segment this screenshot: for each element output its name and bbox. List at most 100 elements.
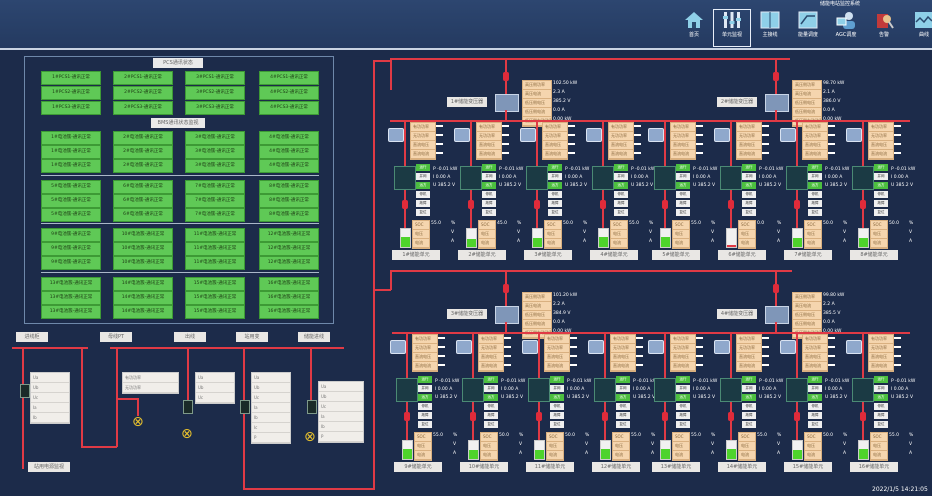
status-5-indicator[interactable]: 复位 [676,421,690,428]
transformer-icon[interactable] [495,94,519,112]
status-1-indicator[interactable]: 并网 [416,173,430,180]
cabinet-icon[interactable] [654,378,676,402]
bms-comm-status[interactable]: 12#电池簇-通讯正常 [259,256,319,270]
status-4-indicator[interactable]: 故障 [548,200,562,207]
status-5-indicator[interactable]: 复位 [614,209,628,216]
cabinet-icon[interactable] [594,378,616,402]
breaker-icon[interactable] [183,400,193,414]
feeder-label[interactable]: 母线PT [100,332,132,342]
status-5-indicator[interactable]: 复位 [484,421,498,428]
bms-comm-status[interactable]: 8#电池簇-通讯正常 [259,194,319,208]
bms-comm-status[interactable]: 3#电池簇-通讯正常 [185,159,245,173]
nav-curve-button[interactable]: 曲线 [906,10,932,46]
cabinet-icon[interactable] [394,166,416,190]
feeder-label[interactable]: 储能进线 [298,332,330,342]
bms-comm-status[interactable]: 7#电池簇-通讯正常 [185,180,245,194]
pcs-comm-status[interactable]: 4#PCS1-通讯正常 [259,71,319,85]
status-0-indicator[interactable]: 运行 [548,164,562,171]
status-1-indicator[interactable]: 并网 [808,173,822,180]
bms-comm-status[interactable]: 11#电池簇-通讯正常 [185,256,245,270]
pcs-icon[interactable] [586,128,602,142]
status-0-indicator[interactable]: 运行 [808,164,822,171]
status-4-indicator[interactable]: 故障 [808,412,822,419]
transformer-icon[interactable] [765,306,789,324]
pcs-icon[interactable] [846,128,862,142]
cabinet-icon[interactable] [526,166,548,190]
feeder-label[interactable]: 站用变 [236,332,268,342]
status-5-indicator[interactable]: 复位 [676,209,690,216]
status-2-indicator[interactable]: 远方 [742,182,756,189]
status-0-indicator[interactable]: 运行 [808,376,822,383]
pcs-icon[interactable] [780,128,796,142]
status-4-indicator[interactable]: 故障 [742,200,756,207]
status-3-indicator[interactable]: 停机 [808,403,822,410]
status-3-indicator[interactable]: 停机 [874,403,888,410]
bms-comm-status[interactable]: 5#电池簇-通讯正常 [41,180,101,194]
cabinet-icon[interactable] [720,378,742,402]
cabinet-icon[interactable] [396,378,418,402]
nav-agc-button[interactable]: AGC调度 [828,10,864,46]
storage-unit-label[interactable]: 11#储能单元 [526,462,574,472]
pcs-icon[interactable] [846,340,862,354]
status-3-indicator[interactable]: 停机 [482,191,496,198]
bms-comm-status[interactable]: 9#电池簇-通讯正常 [41,256,101,270]
storage-unit-label[interactable]: 14#储能单元 [718,462,766,472]
storage-unit-label[interactable]: 7#储能单元 [784,250,832,260]
cabinet-icon[interactable] [592,166,614,190]
status-1-indicator[interactable]: 并网 [482,173,496,180]
battery-icon[interactable] [726,228,737,248]
battery-icon[interactable] [858,440,869,460]
status-1-indicator[interactable]: 并网 [616,385,630,392]
status-2-indicator[interactable]: 远方 [416,182,430,189]
cabinet-icon[interactable] [852,166,874,190]
storage-unit-label[interactable]: 10#储能单元 [460,462,508,472]
pcs-icon[interactable] [390,340,406,354]
status-2-indicator[interactable]: 远方 [742,394,756,401]
status-0-indicator[interactable]: 运行 [484,376,498,383]
nav-wiring-button[interactable]: 主接线 [752,10,788,46]
status-2-indicator[interactable]: 远方 [808,182,822,189]
battery-icon[interactable] [792,440,803,460]
status-5-indicator[interactable]: 复位 [550,421,564,428]
feeder-label[interactable]: 进线柜 [16,332,48,342]
battery-icon[interactable] [532,228,543,248]
aux-power-label[interactable]: 站用电源监视 [28,462,70,472]
bms-comm-status[interactable]: 3#电池簇-通讯正常 [185,145,245,159]
status-0-indicator[interactable]: 运行 [550,376,564,383]
status-4-indicator[interactable]: 故障 [616,412,630,419]
status-4-indicator[interactable]: 故障 [550,412,564,419]
pcs-comm-status[interactable]: 3#PCS1-通讯正常 [185,71,245,85]
status-4-indicator[interactable]: 故障 [614,200,628,207]
status-3-indicator[interactable]: 停机 [418,403,432,410]
status-5-indicator[interactable]: 复位 [808,421,822,428]
bms-comm-status[interactable]: 13#电池簇-通讯正常 [41,291,101,305]
bms-comm-status[interactable]: 2#电池簇-通讯正常 [113,159,173,173]
bms-comm-status[interactable]: 10#电池簇-通讯正常 [113,228,173,242]
pcs-comm-status[interactable]: 4#PCS3-通讯正常 [259,101,319,115]
bms-comm-status[interactable]: 11#电池簇-通讯正常 [185,228,245,242]
breaker-icon[interactable] [20,384,30,398]
status-0-indicator[interactable]: 运行 [614,164,628,171]
bms-comm-status[interactable]: 10#电池簇-通讯正常 [113,242,173,256]
bms-comm-status[interactable]: 15#电池簇-通讯正常 [185,277,245,291]
pcs-icon[interactable] [714,128,730,142]
cabinet-icon[interactable] [462,378,484,402]
bms-comm-status[interactable]: 4#电池簇-通讯正常 [259,159,319,173]
bms-comm-status[interactable]: 10#电池簇-通讯正常 [113,256,173,270]
storage-unit-label[interactable]: 5#储能单元 [652,250,700,260]
status-5-indicator[interactable]: 复位 [808,209,822,216]
cabinet-icon[interactable] [852,378,874,402]
storage-unit-label[interactable]: 1#储能单元 [392,250,440,260]
status-0-indicator[interactable]: 运行 [742,376,756,383]
status-4-indicator[interactable]: 故障 [676,200,690,207]
pcs-comm-status[interactable]: 1#PCS1-通讯正常 [41,71,101,85]
bms-comm-status[interactable]: 1#电池簇-通讯正常 [41,131,101,145]
bms-comm-status[interactable]: 16#电池簇-通讯正常 [259,291,319,305]
status-0-indicator[interactable]: 运行 [874,376,888,383]
bms-comm-status[interactable]: 16#电池簇-通讯正常 [259,305,319,319]
pcs-icon[interactable] [588,340,604,354]
pcs-comm-status[interactable]: 3#PCS3-通讯正常 [185,101,245,115]
bms-comm-status[interactable]: 14#电池簇-通讯正常 [113,277,173,291]
battery-icon[interactable] [858,228,869,248]
status-4-indicator[interactable]: 故障 [742,412,756,419]
